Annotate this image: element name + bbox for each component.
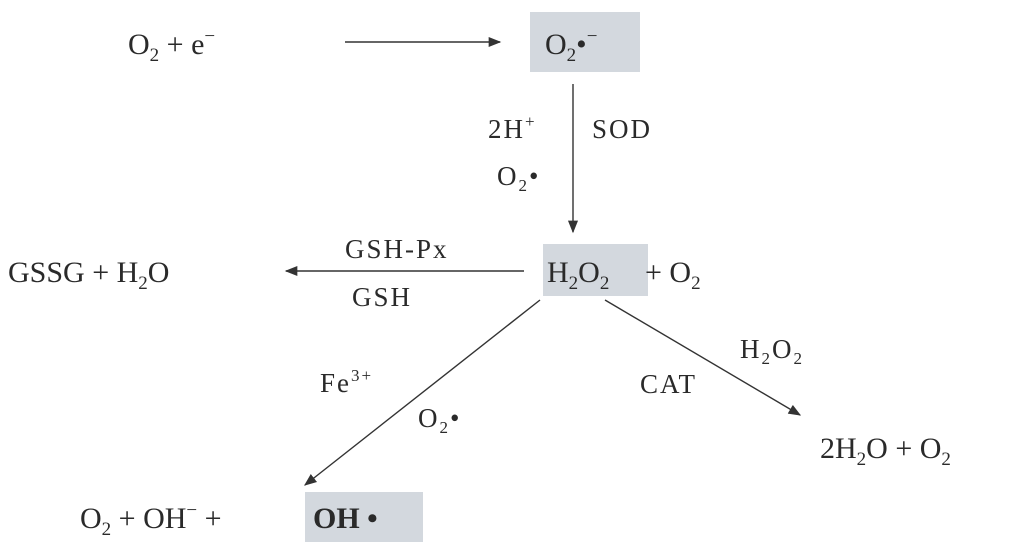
gsh-px-enzyme-label: GSH-Px [345,234,449,264]
fenton-reaction-arrow [304,299,541,486]
catalase-substrate-label: H2O2 [740,334,804,368]
superoxide-fenton-label: O2• [418,403,461,437]
two-protons-label: 2H+ [488,112,537,144]
catalase-enzyme-label: CAT [640,369,697,399]
catalase-arrow [604,299,802,416]
oxygen-electron-reactant: O2 + e− [128,26,215,66]
gssg-water-product: GSSG + H2O [8,256,169,294]
oxygen-hydroxide-product: O2 + OH− + [80,500,222,540]
superoxide-cofactor-label: O2• [497,161,540,195]
hydrogen-peroxide-highlight [543,244,648,296]
water-oxygen-product: 2H2O + O2 [820,432,951,470]
superoxide-highlight [530,12,640,72]
oxygen-product-node: + O2 [645,256,701,294]
gsh-cofactor-label: GSH [352,282,412,312]
hydroxyl-radical-highlight [305,492,423,542]
hydroxyl-radical-node: OH • [313,502,378,535]
superoxide-radical-node: O2•− [545,26,597,66]
sod-enzyme-label: SOD [592,114,652,144]
iron-cofactor-label: Fe3+ [320,366,373,398]
hydrogen-peroxide-node: H2O2 [547,256,609,294]
